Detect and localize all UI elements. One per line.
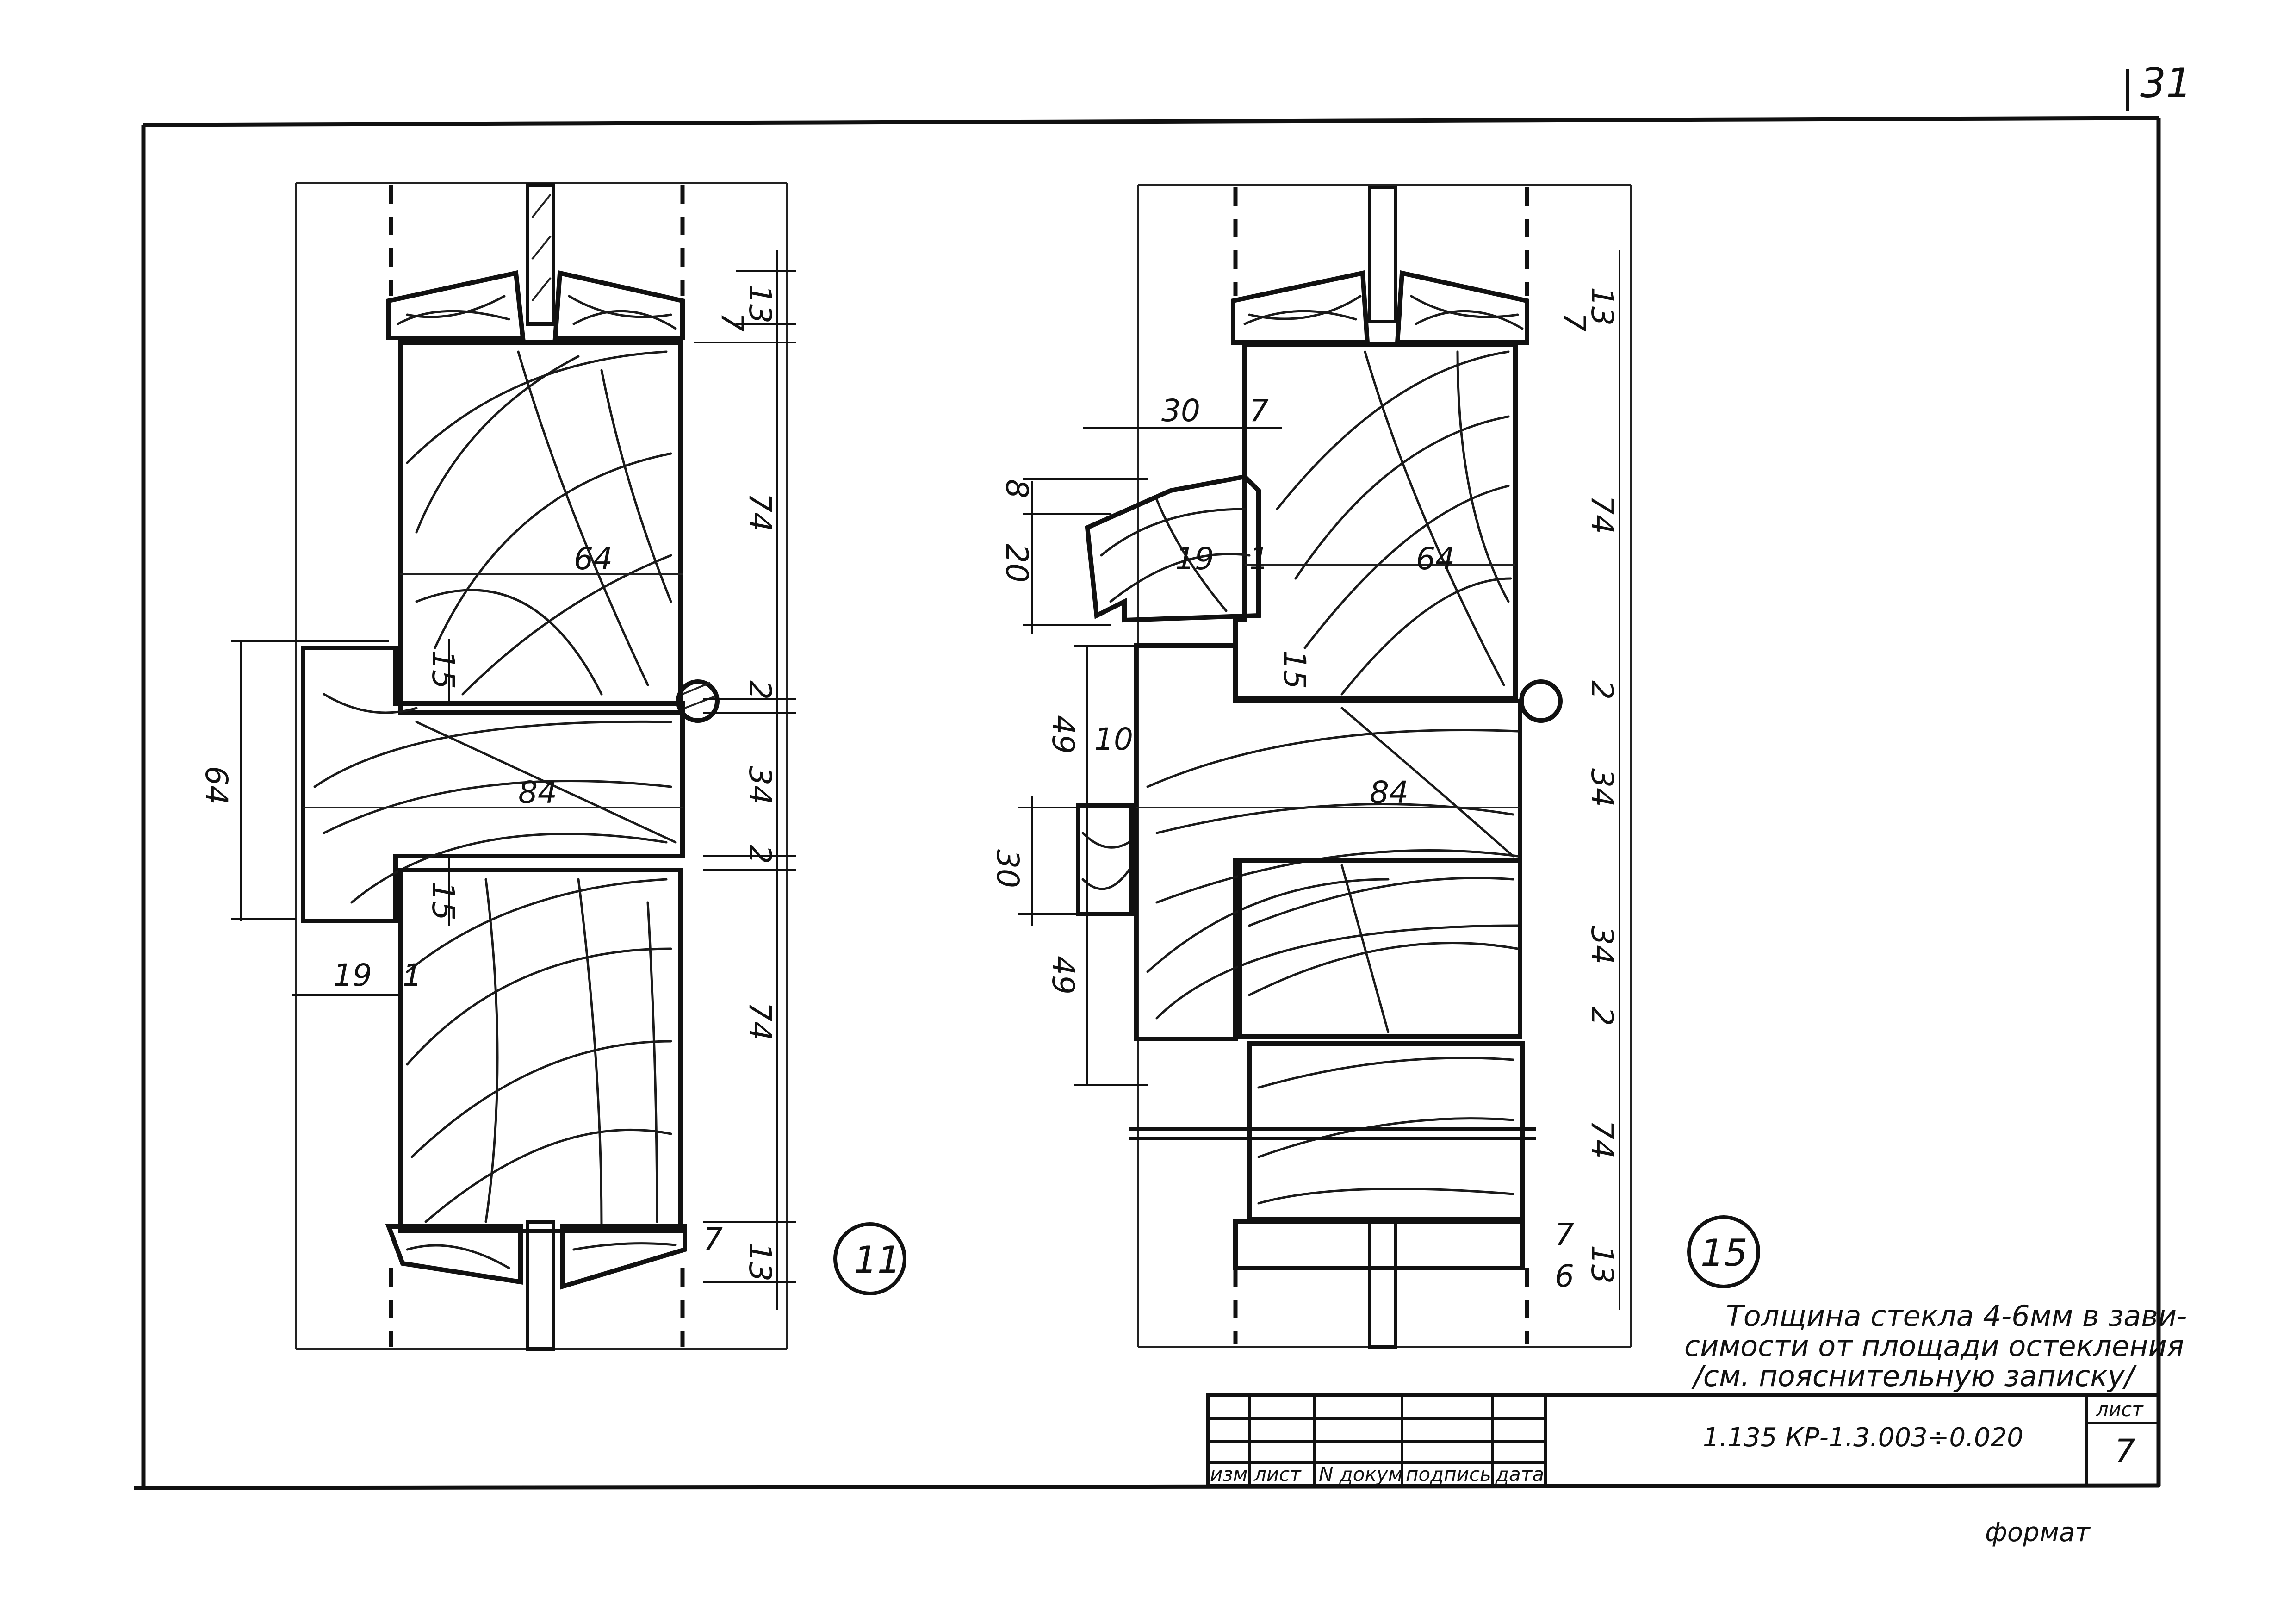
dim-74-bottom: 74: [742, 1002, 778, 1041]
dim-30-left: 30: [990, 849, 1025, 888]
lower-sash-block-r: [1247, 1041, 1525, 1222]
note-line-1: Толщина стекла 4-6мм в зави-: [1726, 1299, 2187, 1333]
dim-1-r: 1: [1249, 541, 1269, 577]
top-sash-block-r: [1233, 342, 1518, 701]
detail-marker-15: [1687, 1215, 1760, 1288]
dim-6: 6: [1555, 1258, 1574, 1294]
tb-header-sign: подпись: [1406, 1463, 1491, 1486]
glazing-bead-top: [386, 270, 685, 340]
dim-34-a: 34: [1584, 768, 1620, 807]
dim-30: 30: [1161, 393, 1200, 429]
dim-64-left: 64: [199, 766, 234, 805]
tb-header-doc: N докум: [1319, 1463, 1402, 1486]
dim-7-bottom-r: 7: [1555, 1217, 1574, 1252]
bottom-rail-block: [398, 868, 683, 1233]
glass-top: [526, 183, 555, 326]
dim-19-r: 19: [1175, 541, 1214, 577]
small-drip: [1076, 803, 1134, 916]
glazing-bead-bottom-r: [1233, 1219, 1525, 1270]
title-block: изм лист N докум подпись дата 1.135 КР-1…: [1206, 1393, 2160, 1487]
dim-2-b-r: 2: [1584, 1007, 1620, 1026]
format-label: формат: [1985, 1517, 2091, 1548]
drip-profile: [1085, 474, 1261, 623]
dim-84-r: 84: [1370, 775, 1409, 810]
dim-64-width: 64: [574, 541, 613, 577]
dim-1: 1: [403, 958, 422, 993]
dim-7-mid: 7: [1249, 393, 1269, 429]
seal-tube-left: [676, 679, 720, 723]
tb-sheet-label: лист: [2096, 1398, 2144, 1421]
dim-2-a: 2: [742, 680, 778, 700]
dim-74-top: 74: [742, 493, 778, 532]
tb-header-list: лист: [1253, 1463, 1302, 1486]
dim-13-bottom-r: 13: [1584, 1245, 1620, 1284]
detail-marker-11-text: 11: [854, 1238, 901, 1281]
detail-11: 13 7 74 64 15 2 84 34 2 64 15 19 1 74 7 …: [199, 182, 906, 1351]
dim-13-top: 13: [742, 285, 778, 323]
dim-20: 20: [999, 544, 1035, 583]
dim-7-top: 7: [714, 312, 750, 332]
middle-transom-r: [1134, 643, 1522, 1041]
glazing-bead-bottom: [385, 1224, 687, 1290]
seal-tube-right: [1519, 679, 1563, 723]
glass-bottom: [526, 1220, 555, 1351]
dim-2-a-r: 2: [1584, 680, 1620, 700]
dim-74-bottom-r: 74: [1584, 1120, 1620, 1159]
lower-block-r: [1238, 858, 1522, 1039]
note-line-3: /см. пояснительную записку/: [1691, 1359, 2137, 1393]
dim-49-top: 49: [1045, 715, 1081, 754]
dim-19: 19: [333, 958, 372, 993]
top-rail-block: [398, 340, 683, 715]
dim-8: 8: [999, 479, 1035, 498]
dim-15-top: 15: [425, 650, 461, 689]
dim-34-b: 34: [1584, 926, 1620, 964]
drawing-frame: [134, 116, 2161, 1490]
dim-2-b: 2: [742, 845, 778, 864]
dim-84: 84: [518, 775, 557, 810]
tb-doc-code: 1.135 КР-1.3.003÷0.020: [1703, 1423, 2023, 1453]
dim-7-top-r: 7: [1557, 312, 1592, 332]
dim-34: 34: [742, 766, 778, 805]
dim-7-bottom: 7: [703, 1221, 723, 1257]
tb-header-izm: изм: [1210, 1463, 1247, 1486]
tb-sheet-number: 7: [2115, 1432, 2135, 1470]
glass-bottom-r: [1368, 1220, 1397, 1349]
dim-64-width-r: 64: [1416, 541, 1455, 577]
glazing-bead-top-r: [1231, 270, 1529, 345]
note-line-2: симости от площади остекления: [1684, 1329, 2184, 1363]
page-number: 31: [2140, 59, 2192, 107]
dim-10: 10: [1094, 721, 1133, 757]
dim-13-bottom: 13: [742, 1243, 778, 1281]
dim-15-bottom: 15: [425, 882, 461, 920]
dim-49-bottom: 49: [1045, 956, 1081, 995]
glass-top-r: [1368, 186, 1397, 323]
detail-marker-11: [833, 1222, 906, 1295]
dim-13-top-r: 13: [1584, 287, 1620, 326]
middle-transom: [301, 646, 685, 923]
detail-marker-15-text: 15: [1700, 1231, 1748, 1275]
dim-15-r: 15: [1277, 650, 1312, 689]
detail-15: 13 7 30 7 74 8 20 19 1 64 15 2 49 10 84 …: [990, 184, 1760, 1349]
tb-header-date: дата: [1495, 1463, 1544, 1486]
dim-74-top-r: 74: [1584, 495, 1620, 534]
